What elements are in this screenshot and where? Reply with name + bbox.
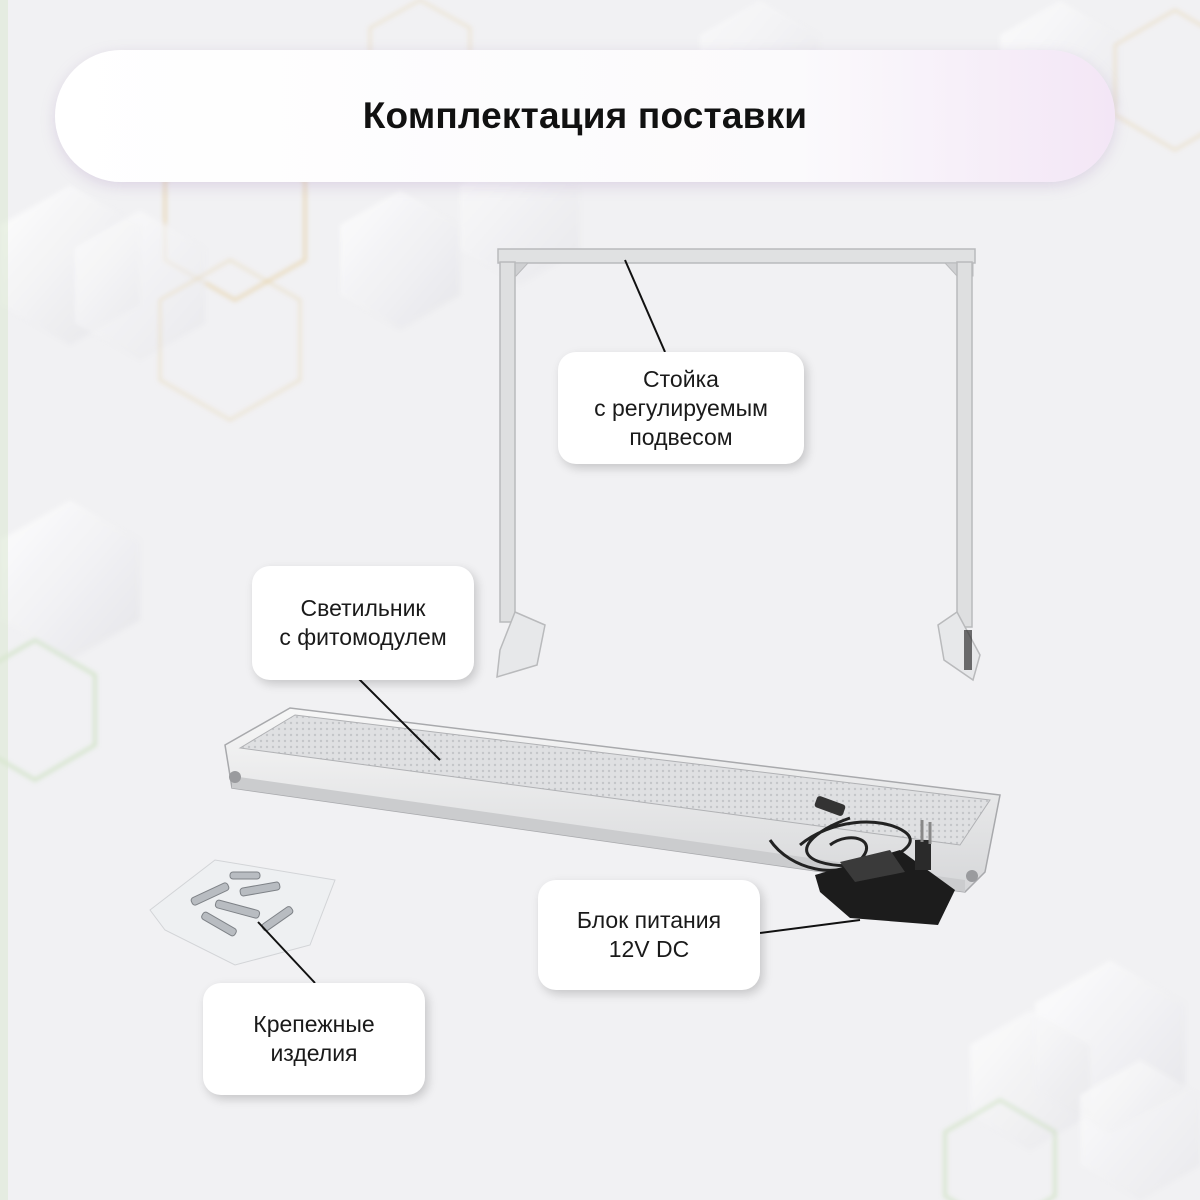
fasteners-callout-line1: Крепежные <box>253 1011 375 1037</box>
stand-callout: Стойка с регулируемым подвесом <box>558 352 804 464</box>
stand-callout-line3: подвесом <box>629 423 733 450</box>
power-leader-line <box>759 919 861 934</box>
power-callout: Блок питания 12V DC <box>538 880 760 990</box>
leader-lines <box>257 259 861 984</box>
power-callout-line1: Блок питания <box>576 907 722 933</box>
stand-frame <box>496 248 981 682</box>
lamp-callout-line2: с фитомодулем <box>279 624 447 650</box>
fasteners-callout: Крепежные изделия <box>203 983 425 1095</box>
title-banner: Комплектация поставки <box>55 50 1115 182</box>
lamp-leader-line <box>357 677 441 761</box>
fastener-bag <box>149 859 336 966</box>
stand-leader-line <box>624 259 666 353</box>
fasteners-callout-line2: изделия <box>270 1040 358 1066</box>
power-adapter <box>768 796 955 925</box>
page-title: Комплектация поставки <box>362 95 808 136</box>
left-edge-tint <box>0 0 8 1200</box>
lamp-callout-line1: Светильник <box>300 595 426 621</box>
lamp-callout: Светильник с фитомодулем <box>252 566 474 680</box>
stand-callout-line1: Стойка <box>643 365 719 392</box>
fasteners-leader-line <box>257 921 316 984</box>
stand-callout-line2: с регулируемым <box>594 394 768 421</box>
power-callout-line2: 12V DC <box>608 936 690 962</box>
